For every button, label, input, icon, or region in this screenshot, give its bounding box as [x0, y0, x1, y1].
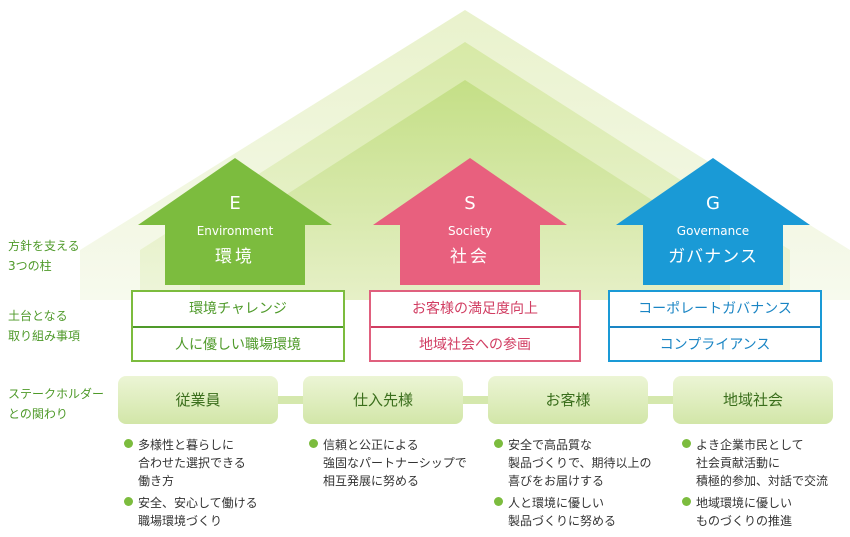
- list-item: 地域環境に優しい ものづくりの推進: [682, 494, 848, 530]
- list-item: 人と環境に優しい 製品づくりに努める: [494, 494, 674, 530]
- pillar-e-japanese: 環境: [215, 247, 255, 267]
- pillar-g-japanese: ガバナンス: [668, 247, 758, 267]
- description-line: よき企業市民として: [696, 438, 804, 452]
- bullet-icon: [124, 497, 133, 506]
- bullet-icon: [494, 497, 503, 506]
- stakeholder-connector: [270, 396, 310, 404]
- side-label-stakeholders: ステークホルダー との関わり: [8, 384, 104, 424]
- pillar-s: S Society 社会: [400, 193, 540, 267]
- description-line: 社会貢献活動に: [696, 456, 781, 470]
- community-description: よき企業市民として 社会貢献活動に 積極的参加、対話で交流 地域環境に優しい も…: [682, 436, 848, 534]
- pillar-s-japanese: 社会: [450, 247, 490, 267]
- description-line: 強固なパートナーシップで: [323, 456, 467, 470]
- pillar-s-arrow: [373, 158, 567, 285]
- description-line: 安全で高品質な: [508, 438, 593, 452]
- bullet-icon: [682, 439, 691, 448]
- stakeholder-suppliers: 仕入先様: [303, 376, 463, 424]
- bullet-icon: [494, 439, 503, 448]
- side-label-line: 土台となる: [8, 309, 68, 323]
- side-label-line: 方針を支える: [8, 239, 80, 253]
- description-line: 人と環境に優しい: [508, 496, 605, 510]
- description-line: 安全、安心して働ける: [138, 496, 258, 510]
- side-label-pillars: 方針を支える 3つの柱: [8, 236, 80, 276]
- society-initiatives-box: お客様の満足度向上 地域社会への参画: [369, 290, 581, 362]
- description-line: 職場環境づくり: [138, 514, 223, 528]
- pillar-e-letter: E: [229, 193, 241, 214]
- list-item: 安全、安心して働ける 職場環境づくり: [124, 494, 294, 530]
- governance-initiatives-box: コーポレートガバナンス コンプライアンス: [608, 290, 822, 362]
- list-item: 安全で高品質な 製品づくりで、期待以上の 喜びをお届けする: [494, 436, 674, 490]
- pillar-g-arrow: [616, 158, 810, 285]
- description-line: 相互発展に努める: [323, 474, 420, 488]
- pillar-s-english: Society: [447, 224, 493, 238]
- side-label-line: 3つの柱: [8, 259, 52, 273]
- description-line: 製品づくりで、期待以上の: [508, 456, 652, 470]
- pillar-e-arrow: [138, 158, 332, 285]
- initiative-item: お客様の満足度向上: [412, 301, 538, 317]
- pillar-s-letter: S: [464, 193, 476, 214]
- initiative-item: 環境チャレンジ: [189, 301, 287, 317]
- bullet-icon: [309, 439, 318, 448]
- list-item: 信頼と公正による 強固なパートナーシップで 相互発展に努める: [309, 436, 489, 490]
- description-line: 多様性と暮らしに: [138, 438, 235, 452]
- initiative-item: 地域社会への参画: [371, 326, 579, 362]
- suppliers-description: 信頼と公正による 強固なパートナーシップで 相互発展に努める: [309, 436, 489, 494]
- description-line: 地域環境に優しい: [696, 496, 793, 510]
- list-item: 多様性と暮らしに 合わせた選択できる 働き方: [124, 436, 294, 490]
- description-line: 喜びをお届けする: [508, 474, 605, 488]
- pillar-arrows: [138, 158, 810, 285]
- pillar-e-english: Environment: [196, 224, 274, 238]
- stakeholder-customers: お客様: [488, 376, 648, 424]
- side-label-line: 取り組み事項: [8, 329, 81, 343]
- pillar-g-english: Governance: [676, 224, 750, 238]
- stakeholder-community: 地域社会: [673, 376, 833, 424]
- description-line: 合わせた選択できる: [138, 456, 246, 470]
- pillar-g-letter: G: [706, 193, 720, 214]
- bullet-icon: [124, 439, 133, 448]
- description-line: 働き方: [138, 474, 175, 488]
- description-line: 積極的参加、対話で交流: [696, 474, 829, 488]
- description-line: 信頼と公正による: [323, 438, 419, 452]
- side-label-line: との関わり: [8, 407, 68, 421]
- environment-initiatives-box: 環境チャレンジ 人に優しい職場環境: [131, 290, 345, 362]
- initiative-item: コンプライアンス: [610, 326, 820, 362]
- bullet-icon: [682, 497, 691, 506]
- description-line: 製品づくりに努める: [508, 514, 617, 528]
- employees-description: 多様性と暮らしに 合わせた選択できる 働き方 安全、安心して働ける 職場環境づく…: [124, 436, 294, 534]
- side-label-line: ステークホルダー: [8, 387, 105, 401]
- pillar-e: E Environment 環境: [165, 193, 305, 267]
- stakeholder-connector: [640, 396, 680, 404]
- side-label-foundation: 土台となる 取り組み事項: [8, 306, 80, 346]
- initiative-item: コーポレートガバナンス: [638, 301, 792, 317]
- list-item: よき企業市民として 社会貢献活動に 積極的参加、対話で交流: [682, 436, 848, 490]
- stakeholder-connector: [455, 396, 495, 404]
- description-line: ものづくりの推進: [696, 514, 793, 528]
- customers-description: 安全で高品質な 製品づくりで、期待以上の 喜びをお届けする 人と環境に優しい 製…: [494, 436, 674, 534]
- stakeholder-employees: 従業員: [118, 376, 278, 424]
- pillar-g: G Governance ガバナンス: [643, 193, 783, 267]
- initiative-item: 人に優しい職場環境: [133, 326, 343, 362]
